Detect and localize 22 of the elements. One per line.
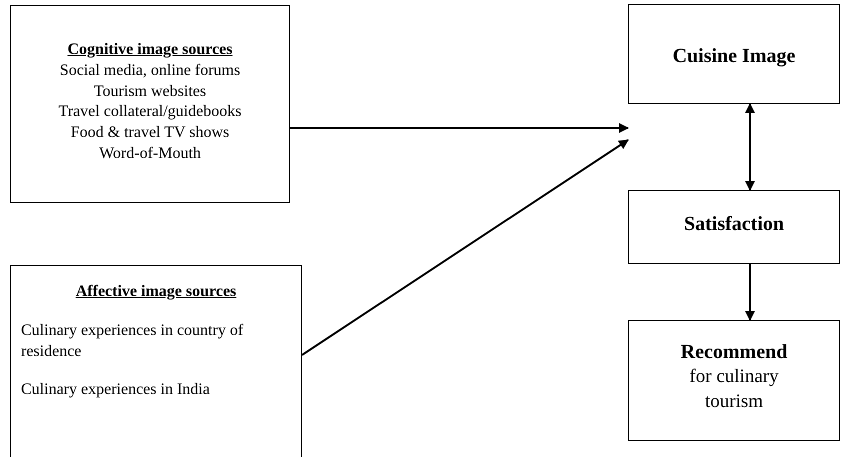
body-text: Food & travel TV shows bbox=[70, 123, 230, 144]
arrow bbox=[745, 264, 755, 321]
text-box bbox=[10, 5, 290, 203]
body-text: for culinary tourism bbox=[688, 365, 780, 414]
text-box bbox=[628, 320, 840, 441]
body-text: Culinary experiences in India bbox=[21, 380, 211, 400]
arrow bbox=[745, 103, 755, 191]
text-box bbox=[628, 190, 840, 264]
body-text: Social media, online forums bbox=[58, 60, 242, 81]
heading: Cuisine Image bbox=[672, 44, 796, 69]
heading: Cognitive image sources bbox=[66, 40, 234, 60]
arrow bbox=[301, 139, 629, 356]
heading: Affective image sources bbox=[74, 282, 238, 302]
body-text: Tourism websites bbox=[92, 82, 208, 102]
body-text: Word-of-Mouth bbox=[98, 144, 202, 164]
heading: Satisfaction bbox=[683, 212, 785, 237]
text-box bbox=[10, 265, 302, 457]
text-box bbox=[628, 4, 840, 104]
arrow bbox=[290, 123, 629, 133]
heading: Recommend bbox=[680, 340, 788, 365]
body-text: Travel collateral/guidebooks bbox=[58, 102, 242, 122]
body-text: Culinary experiences in country of residence bbox=[21, 320, 244, 362]
